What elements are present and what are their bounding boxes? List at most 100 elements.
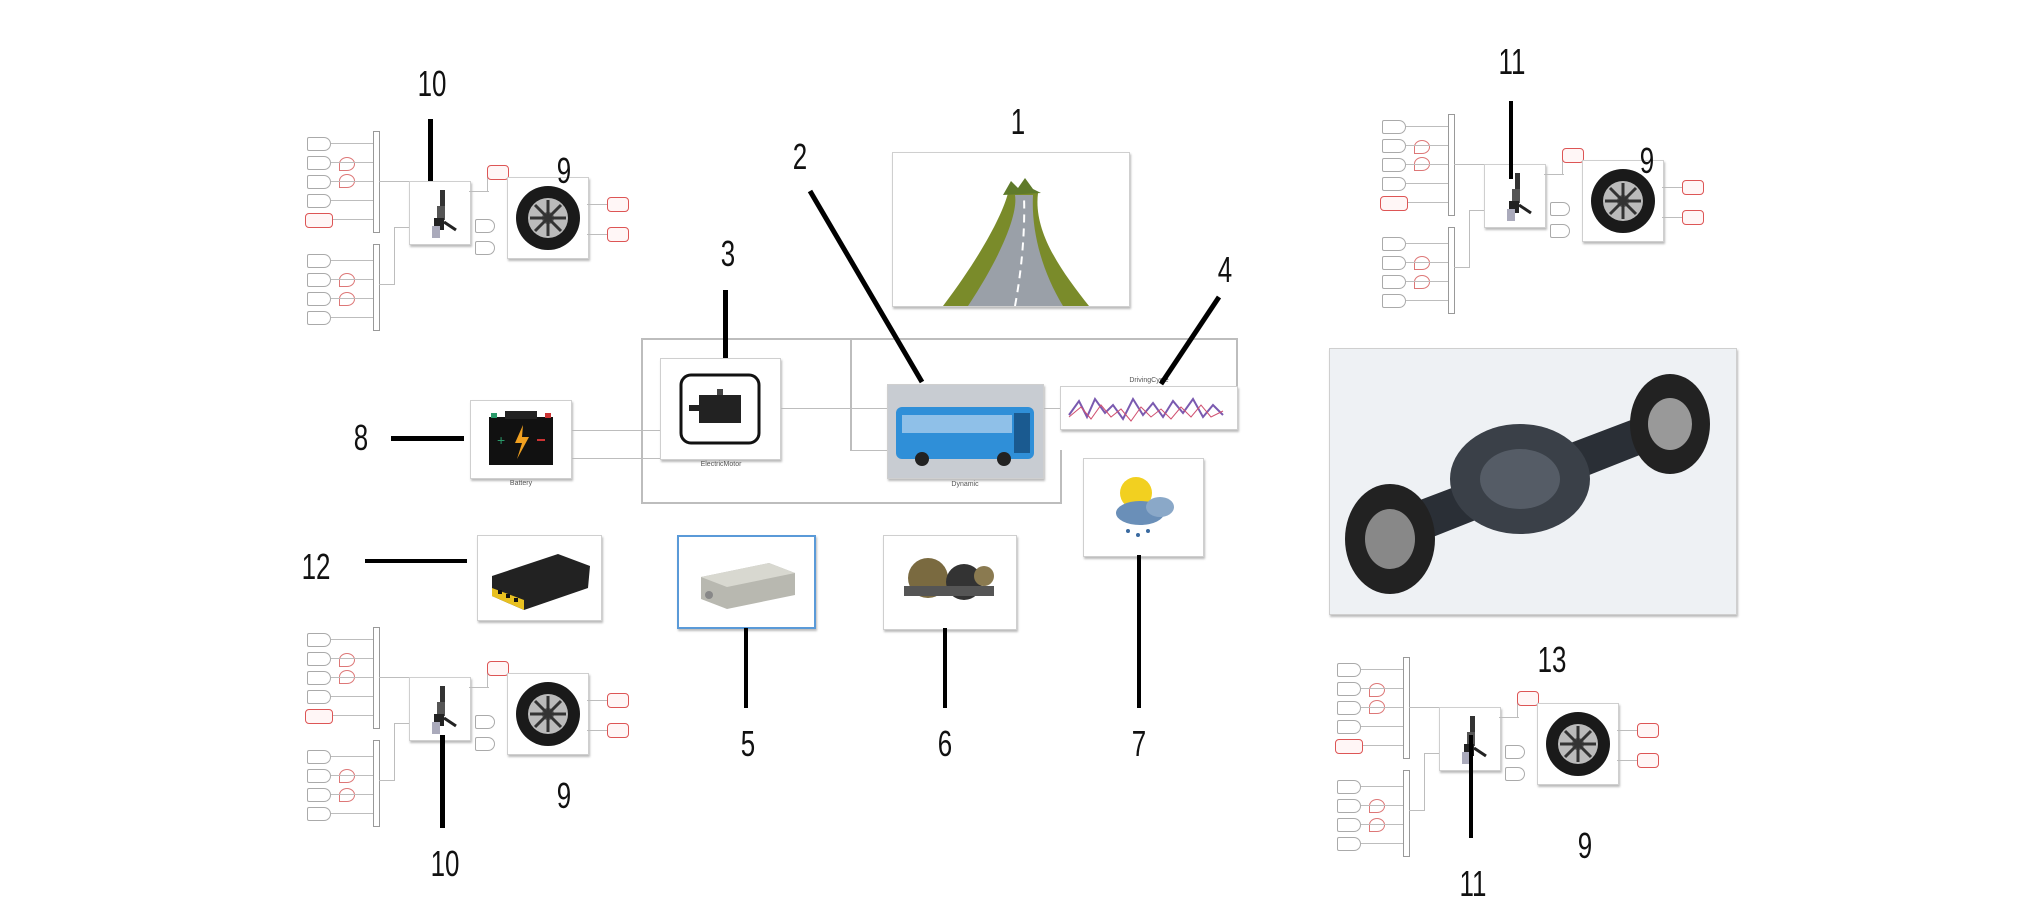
input-port (1337, 720, 1361, 734)
gain-block (1414, 275, 1430, 289)
input-port (475, 737, 495, 751)
suspension-wheel-subsystem (1327, 655, 1659, 860)
vehicle-dynamic-block: Dynamic (887, 384, 1044, 488)
input-port (1337, 780, 1361, 794)
gain-block (1414, 140, 1430, 154)
wheel-block (1582, 160, 1664, 242)
callout-5: 5 (740, 723, 756, 764)
callout-1: 1 (1010, 101, 1026, 142)
input-port (475, 241, 495, 255)
input-port (307, 788, 331, 802)
suspension-icon (432, 190, 457, 238)
leader-line-12 (365, 559, 467, 563)
suspension-icon (432, 686, 457, 734)
gain-block (339, 273, 355, 287)
battery-block: + Battery (470, 400, 572, 487)
bus-icon (896, 407, 1034, 466)
input-port (1337, 837, 1361, 851)
wheel-block (507, 177, 589, 259)
input-port (307, 769, 331, 783)
input-port (1337, 682, 1361, 696)
signal-line (570, 430, 660, 431)
suspension-wheel-subsystem (1372, 112, 1704, 317)
callout-9: 9 (556, 775, 572, 816)
callout-8: 8 (353, 417, 369, 458)
input-port (1382, 177, 1406, 191)
electric-motor-label: ElectricMotor (700, 461, 742, 468)
input-port (475, 715, 495, 729)
output-port (607, 197, 629, 212)
electric-motor-block: ElectricMotor (660, 358, 781, 468)
battery-label: Battery (509, 480, 533, 487)
input-port (475, 219, 495, 233)
wheel-icon (1591, 169, 1655, 233)
wheel-block (1537, 703, 1619, 785)
constant-block (305, 709, 333, 724)
signal-line (1042, 408, 1060, 409)
callout-2: 2 (792, 136, 808, 177)
wheel-block (507, 673, 589, 755)
gearbox-icon (904, 558, 994, 600)
leader-line-11 (1509, 101, 1513, 179)
leader-line-7 (1137, 555, 1141, 708)
output-port (1682, 180, 1704, 195)
input-port (307, 690, 331, 704)
input-port (1382, 275, 1406, 289)
callout-12: 12 (301, 546, 331, 587)
input-port (1337, 663, 1361, 677)
input-port (1382, 237, 1406, 251)
dynamic-label: Dynamic (951, 481, 979, 488)
mux-block (1403, 770, 1410, 857)
output-port (487, 661, 509, 676)
callout-10: 10 (417, 63, 447, 104)
input-port (307, 807, 331, 821)
gearbox-block (883, 535, 1017, 630)
mux-block (373, 244, 380, 331)
input-port (1337, 818, 1361, 832)
constant-block (1335, 739, 1363, 754)
input-port (307, 175, 331, 189)
input-port (307, 137, 331, 151)
mux-block (1448, 114, 1455, 216)
input-port (1382, 256, 1406, 270)
leader-line-3 (723, 290, 728, 358)
suspension-wheel-subsystem (297, 129, 629, 334)
axle-icon (1345, 374, 1710, 594)
signal-line (641, 338, 1238, 340)
inverter-icon (701, 563, 795, 609)
gain-block (1369, 799, 1385, 813)
suspension-block (1484, 164, 1546, 228)
signal-line (850, 450, 887, 451)
signal-line (850, 338, 852, 450)
input-port (307, 633, 331, 647)
leader-line-10-bottom (440, 735, 445, 828)
input-port (1382, 294, 1406, 308)
battery-icon: + (489, 411, 553, 465)
callout-4: 4 (1217, 249, 1233, 290)
mux-block (1448, 227, 1455, 314)
leader-line-11-bottom (1469, 735, 1473, 838)
input-port (1550, 202, 1570, 216)
motor-icon (679, 373, 761, 445)
input-port (1337, 701, 1361, 715)
callout-11: 11 (1498, 41, 1526, 82)
output-port (607, 227, 629, 242)
driving-cycle-block: DrivingCycle (1060, 377, 1238, 430)
gain-block (1369, 818, 1385, 832)
constant-block (1380, 196, 1408, 211)
svg-text:+: + (497, 432, 505, 448)
output-port (487, 165, 509, 180)
input-port (307, 194, 331, 208)
callout-3: 3 (720, 233, 736, 274)
input-port (307, 273, 331, 287)
gain-block (1369, 683, 1385, 697)
output-port (1562, 148, 1584, 163)
leader-line-8 (391, 436, 464, 441)
output-port (607, 693, 629, 708)
suspension-wheel-subsystem (297, 625, 629, 830)
leader-line-2 (807, 189, 925, 384)
suspension-block (409, 677, 471, 741)
input-port (1337, 799, 1361, 813)
wheel-icon (516, 682, 580, 746)
